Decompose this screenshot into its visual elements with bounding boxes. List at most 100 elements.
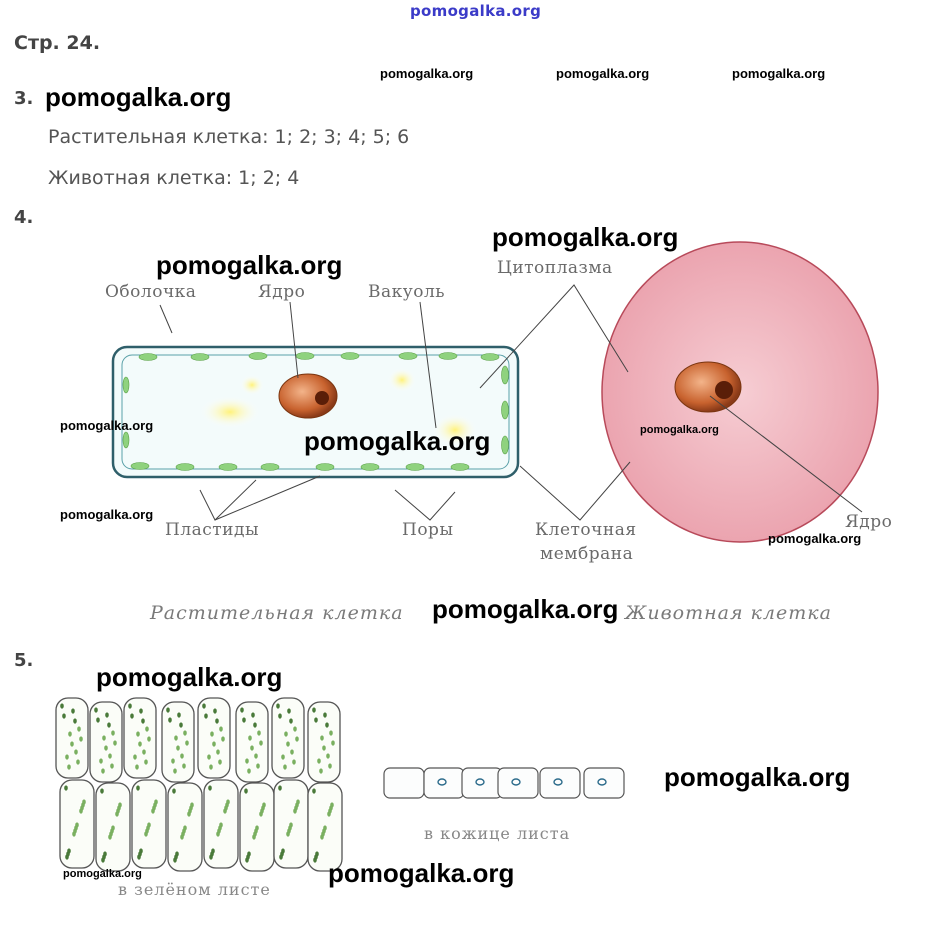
cell-nucleus [475,778,485,786]
chloroplast [283,764,287,770]
chloroplast [154,799,158,805]
chloroplast [331,740,335,746]
chloroplast [183,730,187,736]
chloroplast [64,785,68,791]
chloroplast [177,712,181,718]
label-membrane-2: мембрана [540,544,634,564]
chloroplast [323,712,327,718]
chloroplast [71,708,75,714]
chloroplast [73,718,77,724]
chloroplast [176,745,180,751]
skin-cell [423,767,465,799]
skin-cell [539,767,581,799]
chloroplast [325,722,329,728]
chloroplast [166,707,170,713]
watermark: pomogalka.org [640,424,719,436]
chloroplast [147,736,151,742]
chloroplast [218,759,222,765]
chloroplast [287,708,291,714]
label-pores: Поры [402,520,454,540]
chloroplast [210,731,214,737]
question-5-number: 5. [14,650,34,671]
chloroplast [207,754,211,760]
chloroplast [138,741,142,747]
chloroplast [292,759,296,765]
chloroplast [74,749,78,755]
caption-animal-cell: Животная клетка [625,602,832,624]
chloroplast [262,802,266,808]
leaf-skin-cells [383,767,625,799]
chloroplast [190,802,194,808]
cell-nucleus [511,778,521,786]
label-plastids: Пластиды [165,520,260,540]
chloroplast [330,802,334,808]
label-nucleus-animal: Ядро [845,512,893,532]
watermark: pomogalka.org [63,868,142,880]
chloroplast [135,764,139,770]
caption-green-leaf: в зелёном листе [118,880,271,899]
question-4-number: 4. [14,207,34,228]
watermark: pomogalka.org [45,82,232,112]
chloroplast [326,753,330,759]
chloroplast [219,822,223,828]
plant-cell [111,345,520,479]
chloroplast [118,802,122,808]
chloroplast [248,735,252,741]
chloroplast [281,754,285,760]
chloroplast [144,759,148,765]
chloroplast [251,712,255,718]
chloroplast [102,735,106,741]
chloroplast [319,768,323,774]
chloroplast [107,722,111,728]
chloroplast [322,745,326,751]
chloroplast [179,722,183,728]
chloroplast [139,848,143,854]
watermark: pomogalka.org [768,531,862,546]
chloroplast [141,718,145,724]
chloroplast [108,753,112,759]
chloroplast [202,703,206,709]
watermark: pomogalka.org [60,418,154,433]
chloroplast [312,788,316,794]
chloroplast [278,713,282,719]
chloroplast [226,799,230,805]
watermark: pomogalka.org [96,662,283,692]
chloroplast [208,785,212,791]
watermark: pomogalka.org [380,66,474,81]
chloroplast [253,722,257,728]
plant-cell-answer: Растительная клетка: 1; 2; 3; 4; 5; 6 [48,126,410,148]
chloroplast [219,726,223,732]
label-vacuole: Вакуоль [368,282,446,302]
chloroplast [323,825,327,831]
chloroplast [110,763,114,769]
chloroplast [276,703,280,709]
chloroplast [286,741,290,747]
chloroplast [128,703,132,709]
caption-plant-cell: Растительная клетка [150,602,404,624]
chloroplast [99,758,103,764]
chloroplast [75,822,79,828]
chloroplast [255,825,259,831]
chloroplast [328,763,332,769]
chloroplast [175,851,179,857]
chloroplast [295,736,299,742]
chloroplast [215,718,219,724]
watermark: pomogalka.org [328,858,515,888]
chloroplast [76,759,80,765]
green-leaf-cells [55,697,343,872]
chloroplast [111,825,115,831]
chloroplast [77,726,81,732]
cell-nucleus [597,778,607,786]
chloroplast [94,707,98,713]
chloroplast [67,764,71,770]
label-nucleus: Ядро [258,282,306,302]
chloroplast [256,763,260,769]
chloroplast [145,726,149,732]
watermark: pomogalka.org [664,762,851,792]
chloroplast [101,768,105,774]
chloroplast [147,822,151,828]
watermark: pomogalka.org [732,66,826,81]
chloroplast [79,736,83,742]
chloroplast [293,726,297,732]
